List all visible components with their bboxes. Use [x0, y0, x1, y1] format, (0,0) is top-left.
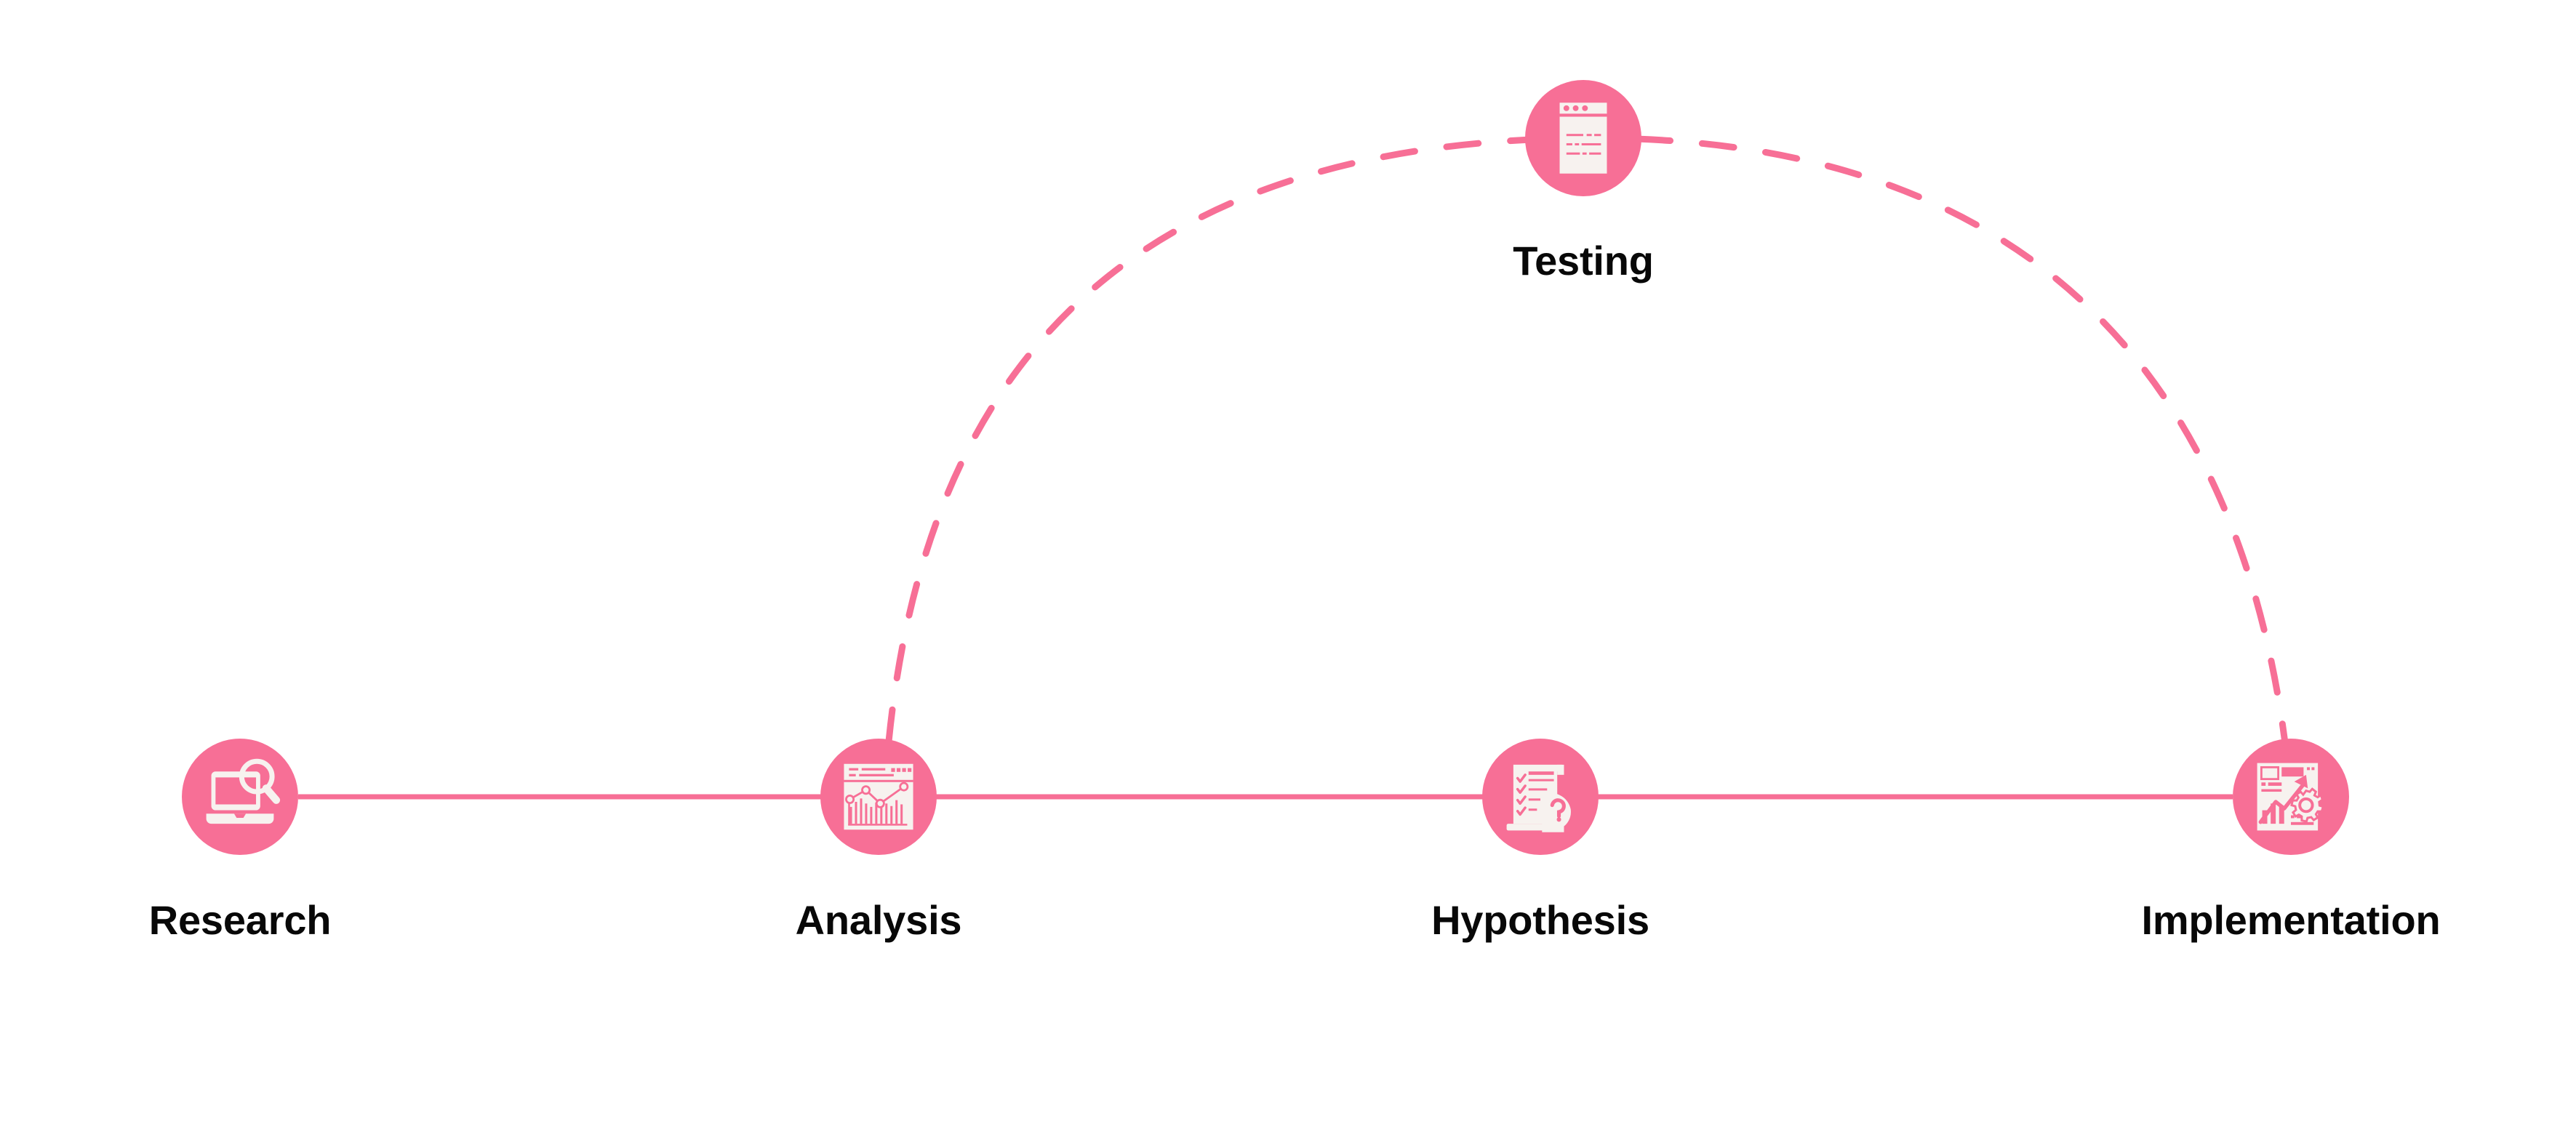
node-analysis[interactable]: Analysis — [796, 739, 962, 943]
node-implementation-label: Implementation — [2141, 897, 2440, 943]
node-research-circle[interactable] — [182, 739, 298, 855]
node-implementation[interactable]: Implementation — [2141, 739, 2441, 943]
node-analysis-label: Analysis — [796, 897, 962, 943]
node-hypothesis-label: Hypothesis — [1431, 897, 1649, 943]
node-hypothesis[interactable]: Hypothesis — [1431, 739, 1649, 943]
node-research[interactable]: Research — [149, 739, 332, 943]
analytics-dashboard-icon — [843, 763, 914, 831]
node-testing-label: Testing — [1513, 238, 1654, 284]
node-research-label: Research — [149, 897, 332, 943]
browser-document-icon — [1559, 103, 1607, 174]
node-testing[interactable]: Testing — [1513, 80, 1654, 284]
connector-layer — [298, 134, 2289, 800]
arc-connector — [885, 134, 2289, 747]
report-gear-growth-icon — [2257, 763, 2324, 831]
